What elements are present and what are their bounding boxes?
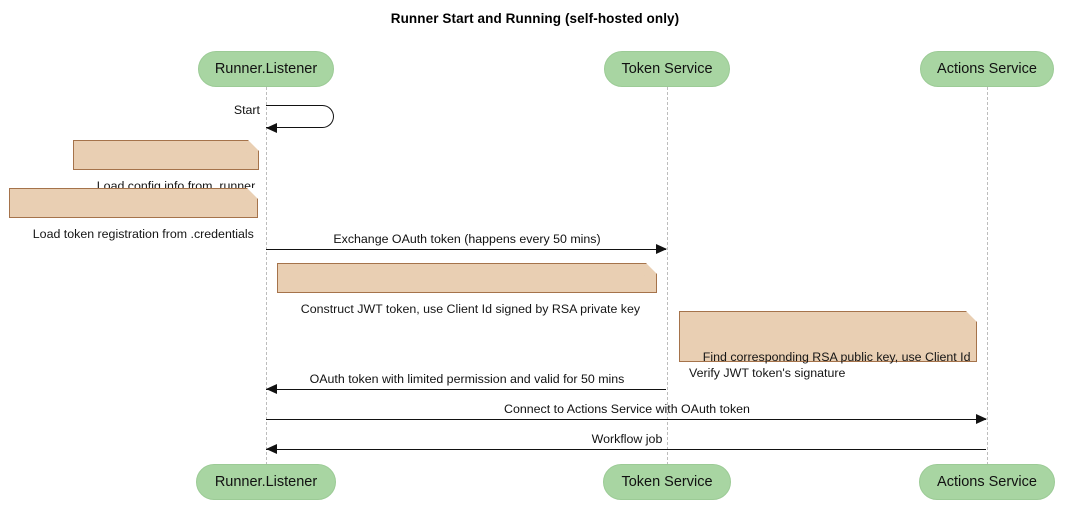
participant-label: Token Service (621, 61, 713, 77)
message-workflow-job-label: Workflow job (591, 432, 663, 446)
note-text: Load token registration from .credential… (32, 227, 254, 241)
message-start-arrowhead (266, 123, 277, 133)
participant-token-service-top[interactable]: Token Service (604, 51, 730, 87)
note-load-config-info: Load config info from .runner (73, 140, 259, 193)
note-text: Construct JWT token, use Client Id signe… (300, 302, 641, 316)
message-connect-actions-label: Connect to Actions Service with OAuth to… (504, 402, 750, 416)
note-text: Find corresponding RSA public key, use C… (689, 350, 971, 380)
lifeline-runner-listener (266, 87, 267, 465)
message-workflow-job-arrowhead (266, 444, 277, 454)
participant-runner-listener-top[interactable]: Runner.Listener (198, 51, 334, 87)
message-exchange-oauth-token-line (266, 249, 666, 250)
note-fold-icon (644, 264, 656, 276)
participant-label: Runner.Listener (214, 474, 318, 490)
note-fold-icon (245, 189, 257, 201)
message-workflow-job-line (266, 449, 986, 450)
message-connect-actions-arrowhead (976, 414, 987, 424)
note-fold-icon (964, 312, 976, 324)
lifeline-actions-service (987, 87, 988, 465)
participant-label: Actions Service (937, 61, 1037, 77)
participant-label: Runner.Listener (214, 61, 318, 77)
participant-actions-service-bottom[interactable]: Actions Service (919, 464, 1055, 500)
participant-token-service-bottom[interactable]: Token Service (603, 464, 731, 500)
participant-label: Actions Service (937, 474, 1037, 490)
message-exchange-oauth-token-label: Exchange OAuth token (happens every 50 m… (333, 232, 601, 246)
participant-label: Token Service (621, 474, 713, 490)
message-start-selfloop (266, 105, 334, 128)
note-construct-jwt-token: Construct JWT token, use Client Id signe… (277, 263, 657, 316)
message-start-label: Start (233, 103, 260, 117)
message-connect-actions-line (266, 419, 986, 420)
message-oauth-token-reply-line (266, 389, 666, 390)
note-fold-icon (246, 141, 258, 153)
note-verify-jwt-token: Find corresponding RSA public key, use C… (679, 311, 977, 380)
participant-runner-listener-bottom[interactable]: Runner.Listener (196, 464, 336, 500)
note-load-token-registration: Load token registration from .credential… (9, 188, 258, 241)
message-oauth-token-reply-label: OAuth token with limited permission and … (309, 372, 625, 386)
participant-actions-service-top[interactable]: Actions Service (920, 51, 1054, 87)
lifeline-token-service (667, 87, 668, 465)
message-exchange-oauth-token-arrowhead (656, 244, 667, 254)
diagram-title: Runner Start and Running (self-hosted on… (390, 11, 680, 26)
message-oauth-token-reply-arrowhead (266, 384, 277, 394)
